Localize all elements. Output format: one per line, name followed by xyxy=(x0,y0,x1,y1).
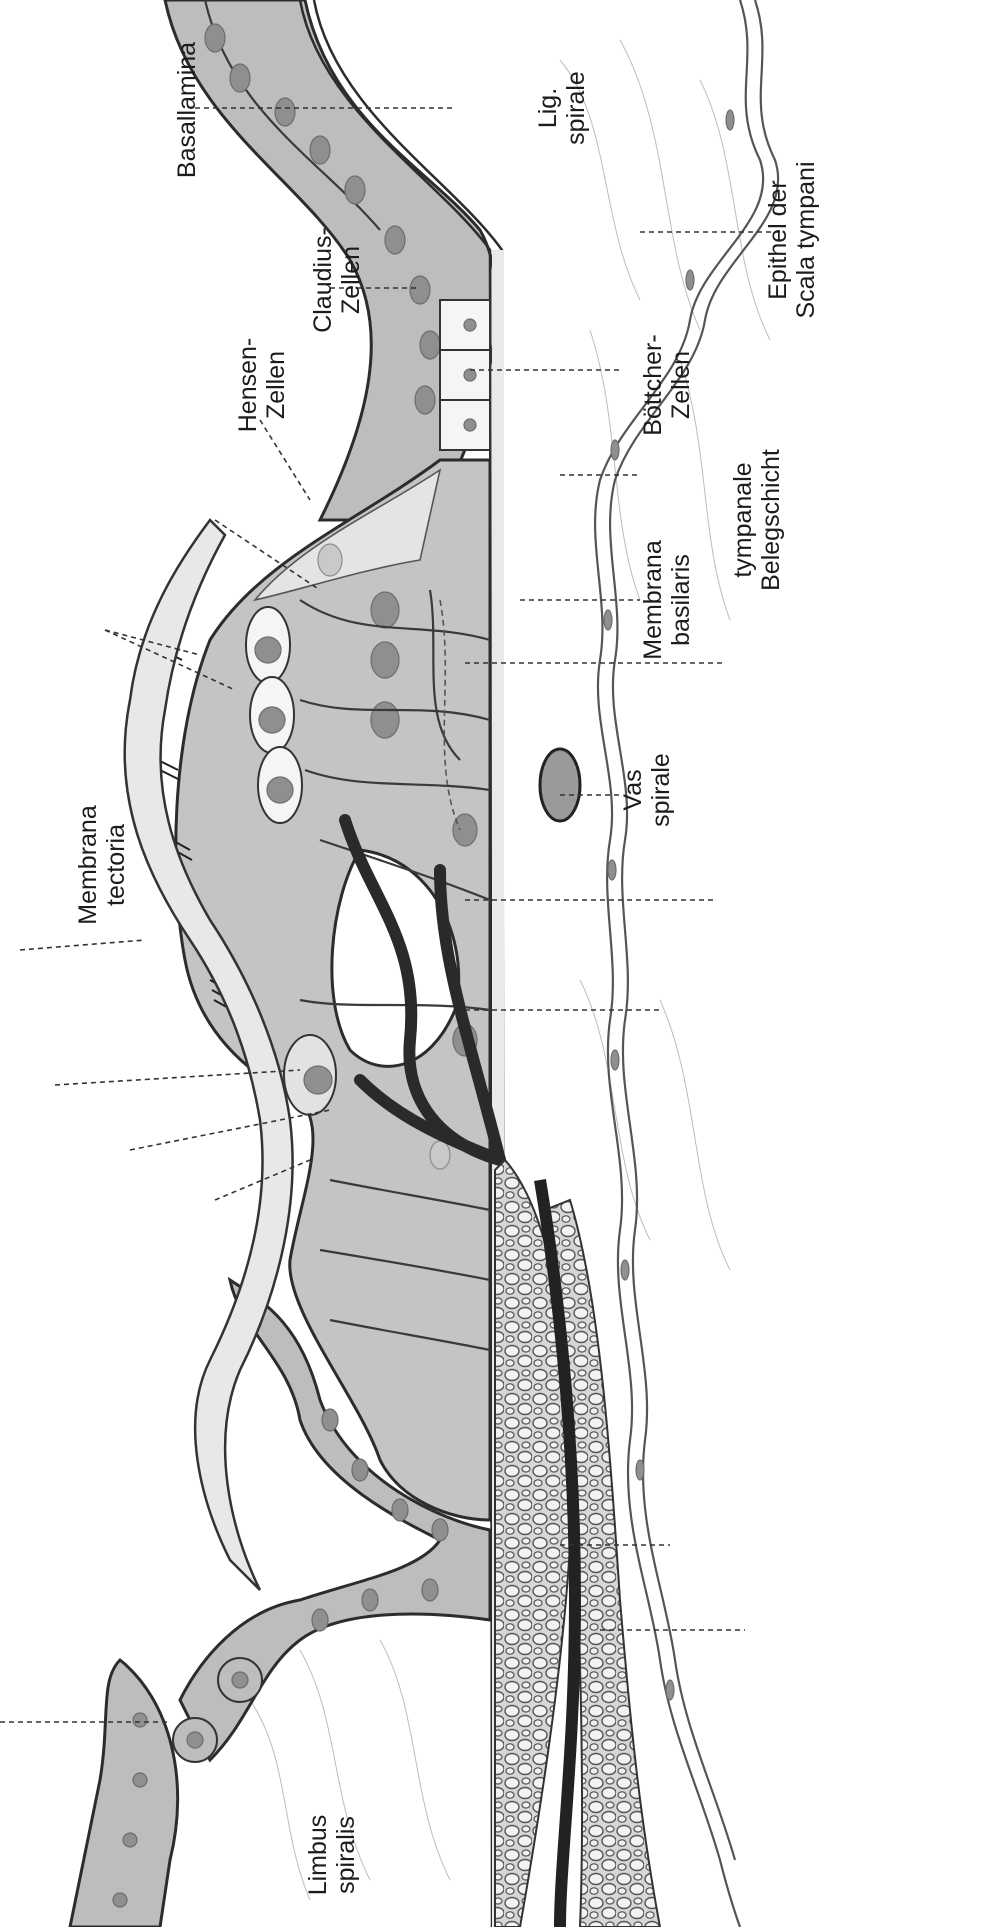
boettcher-cells xyxy=(440,300,490,450)
label-hensen-zellen: Hensen- Zellen xyxy=(234,338,290,433)
label-boettcher-zellen: Böttcher- Zellen xyxy=(639,334,695,435)
svg-text:spirale: spirale xyxy=(562,71,590,145)
svg-text:spirale: spirale xyxy=(647,753,675,827)
svg-text:Zellen: Zellen xyxy=(262,351,290,419)
svg-text:basilaris: basilaris xyxy=(667,554,695,646)
label-tympanale-belegschicht: tympanale Belegschicht xyxy=(729,449,785,591)
organ-of-corti xyxy=(158,300,500,1520)
svg-text:Membrana: Membrana xyxy=(74,805,102,925)
svg-text:Epithel der: Epithel der xyxy=(764,180,792,300)
svg-text:Scala tympani: Scala tympani xyxy=(792,161,820,318)
svg-text:Belegschicht: Belegschicht xyxy=(757,449,785,591)
svg-text:Böttcher-: Böttcher- xyxy=(639,334,667,435)
svg-text:Zellen: Zellen xyxy=(337,246,365,314)
svg-text:Basallamina: Basallamina xyxy=(173,42,201,178)
label-lig-spirale: Lig. spirale xyxy=(534,71,590,145)
svg-text:Vas: Vas xyxy=(619,769,647,810)
label-limbus-spiralis: Limbus spiralis xyxy=(304,1815,360,1896)
svg-text:tympanale: tympanale xyxy=(729,462,757,577)
label-epithel-scala-tympani: Epithel der Scala tympani xyxy=(764,161,820,318)
limbus-epithelium xyxy=(70,1660,178,1927)
svg-text:Hensen-: Hensen- xyxy=(234,338,262,433)
svg-text:Claudius-: Claudius- xyxy=(309,227,337,333)
svg-text:spiralis: spiralis xyxy=(332,1816,360,1894)
svg-text:tectoria: tectoria xyxy=(102,824,130,906)
label-basallamina: Basallamina xyxy=(173,42,201,178)
svg-text:Zellen: Zellen xyxy=(667,351,695,419)
label-membrana-tectoria: Membrana tectoria xyxy=(74,805,130,925)
svg-text:Lig.: Lig. xyxy=(534,88,562,128)
svg-text:Limbus: Limbus xyxy=(304,1815,332,1896)
label-membrana-basilaris: Membrana basilaris xyxy=(639,540,695,660)
svg-text:Membrana: Membrana xyxy=(639,540,667,660)
vas-spirale xyxy=(540,749,580,821)
